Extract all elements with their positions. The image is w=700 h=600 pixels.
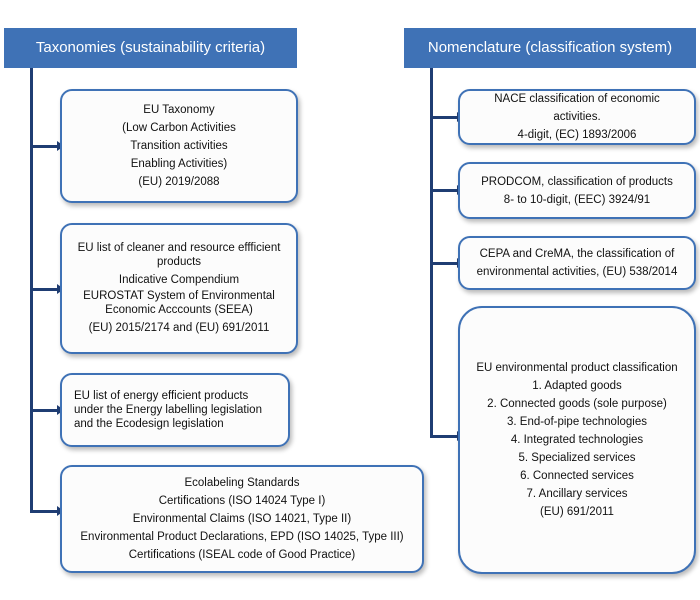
energy-products-box: EU list of energy efficient products und… — [60, 373, 290, 447]
cepa-box: CEPA and CreMA, the classification of en… — [458, 236, 696, 290]
arrow-to-energy-products — [30, 405, 64, 415]
cleaner-products-title: EU list of cleaner and resource effficie… — [77, 241, 281, 268]
nace-line: NACE classification of economic activiti… — [494, 93, 660, 123]
eu-taxonomy-line: (EU) 2019/2088 — [138, 176, 220, 188]
eu-env-classification-line: 4. Integrated technologies — [510, 434, 644, 446]
prodcom-box: PRODCOM, classification of products 8- t… — [458, 162, 696, 219]
eu-env-classification-line: 3. End-of-pipe technologies — [506, 416, 647, 428]
arrow-to-eu-env-classification — [430, 431, 464, 441]
eu-taxonomy-line: EU Taxonomy — [143, 104, 215, 116]
eu-env-classification-line: (EU) 691/2011 — [540, 506, 614, 518]
indicative-compendium: Indicative Compendium — [118, 273, 240, 286]
ecolabeling-line: Environmental Claims (ISO 14021, Type II… — [132, 513, 352, 525]
eu-env-classification-line: 5. Specialized services — [518, 452, 636, 464]
eu-env-classification-box: EU environmental product classification … — [458, 306, 696, 574]
arrow-to-prodcom — [430, 185, 464, 195]
arrow-to-cleaner-products — [30, 284, 64, 294]
prodcom-line: PRODCOM, classification of products — [481, 175, 673, 188]
arrow-to-nace — [430, 112, 464, 122]
arrow-to-ecolabeling — [30, 506, 64, 516]
cleaner-products-regulation: (EU) 2015/2174 and (EU) 691/2011 — [88, 321, 270, 334]
eu-env-classification-line: 6. Connected services — [520, 470, 634, 482]
eu-env-classification-line: 7. Ancillary services — [526, 488, 628, 500]
cepa-text: CEPA and CreMA, the classification of en… — [476, 248, 678, 278]
eu-env-classification-line: EU environmental product classification — [476, 362, 678, 374]
energy-products-text: EU list of energy efficient products und… — [74, 390, 262, 430]
nace-box: NACE classification of economic activiti… — [458, 89, 696, 145]
taxonomies-header: Taxonomies (sustainability criteria) — [4, 28, 297, 68]
arrow-to-eu-taxonomy — [30, 141, 64, 151]
eu-taxonomy-line: (Low Carbon Activities — [122, 122, 236, 134]
right-connector-line — [430, 68, 433, 437]
arrow-to-cepa — [430, 258, 464, 268]
eu-env-classification-line: 2. Connected goods (sole purpose) — [487, 398, 667, 410]
ecolabeling-line: Certifications (ISEAL code of Good Pract… — [128, 549, 356, 561]
eu-taxonomy-line: Transition activities — [130, 140, 228, 152]
eu-env-classification-line: 1. Adapted goods — [532, 380, 622, 392]
ecolabeling-line: Environmental Product Declarations, EPD … — [80, 531, 404, 543]
cleaner-products-box: EU list of cleaner and resource effficie… — [60, 223, 298, 354]
eu-taxonomy-box: EU Taxonomy (Low Carbon Activities Trans… — [60, 89, 298, 203]
nomenclature-header: Nomenclature (classification system) — [404, 28, 696, 68]
ecolabeling-line: Certifications (ISO 14024 Type I) — [158, 495, 326, 507]
ecolabeling-line: Ecolabeling Standards — [184, 477, 300, 489]
eu-taxonomy-line: Enabling Activities) — [130, 158, 228, 170]
eurostat-seea: EUROSTAT System of Environmental Economi… — [83, 289, 275, 316]
prodcom-line: 8- to 10-digit, (EEC) 3924/91 — [503, 193, 651, 206]
ecolabeling-box: Ecolabeling Standards Certifications (IS… — [60, 465, 424, 573]
nace-line: 4-digit, (EC) 1893/2006 — [517, 129, 637, 141]
